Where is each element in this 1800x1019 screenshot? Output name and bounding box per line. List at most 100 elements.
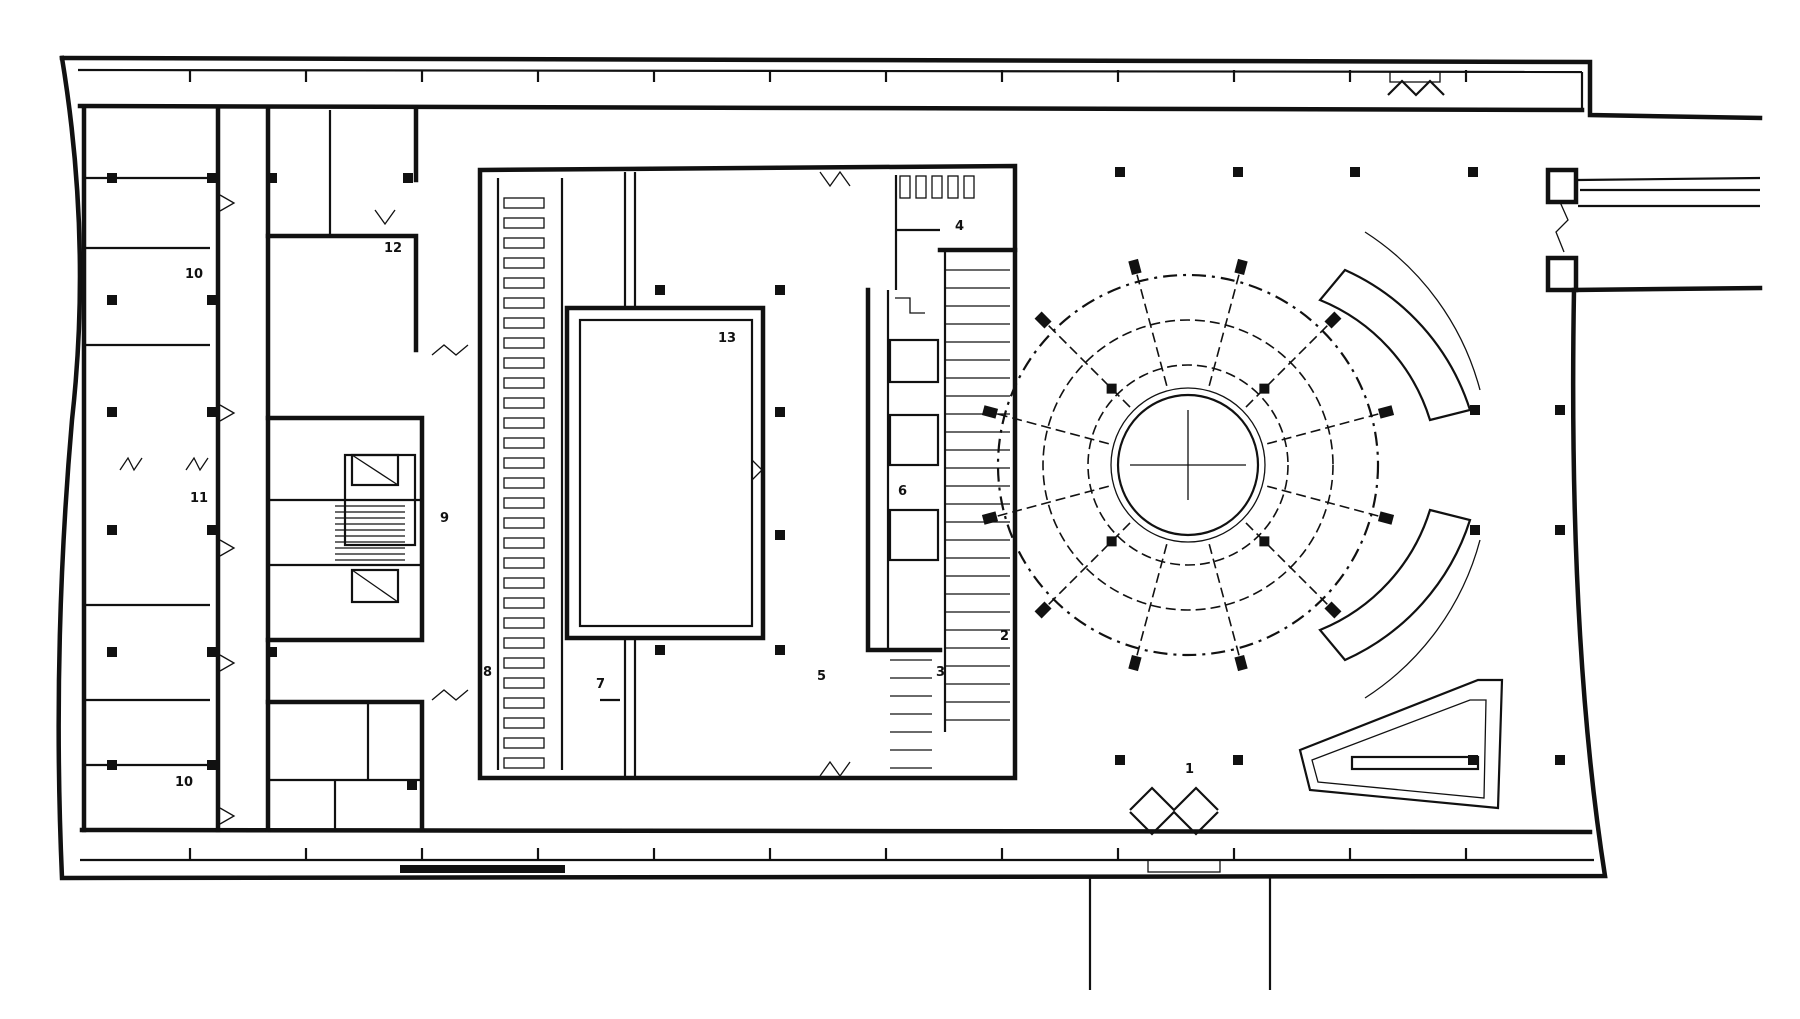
rotunda-column xyxy=(981,405,999,419)
column xyxy=(1555,755,1565,765)
cloak-rack xyxy=(503,297,545,309)
cloak-rack xyxy=(503,217,545,229)
cloak-rack xyxy=(503,437,545,449)
cloak-rack xyxy=(503,317,545,329)
column xyxy=(655,645,665,655)
rotunda-spoke xyxy=(1046,323,1131,408)
cloak-rack xyxy=(503,697,545,709)
column xyxy=(1350,167,1360,177)
column xyxy=(1233,167,1243,177)
cloak-rack xyxy=(503,477,545,489)
rotunda-spoke xyxy=(1046,522,1131,607)
perimeter-gallery xyxy=(77,68,1594,873)
column xyxy=(403,173,413,183)
column xyxy=(1470,405,1480,415)
rotunda-column xyxy=(1377,405,1395,419)
bench xyxy=(400,865,565,873)
rotunda-spoke xyxy=(1266,412,1382,445)
label-8: 8 xyxy=(483,665,492,680)
label-9: 9 xyxy=(440,511,449,526)
column xyxy=(207,760,217,770)
column xyxy=(775,530,785,540)
entrance-steps-south xyxy=(1147,859,1221,873)
inner-column xyxy=(1259,383,1270,394)
service-block xyxy=(265,107,425,833)
inner-column xyxy=(1106,536,1117,547)
cloak-rack xyxy=(503,577,545,589)
label-10-south: 10 xyxy=(175,775,193,790)
column xyxy=(107,760,117,770)
rotunda-spoke xyxy=(1208,543,1241,659)
door-south xyxy=(1129,786,1219,812)
column xyxy=(107,295,117,305)
cloak-rack xyxy=(503,757,545,769)
rotunda-column xyxy=(1377,511,1395,525)
label-13: 13 xyxy=(718,331,736,346)
column xyxy=(1468,755,1478,765)
column xyxy=(267,647,277,657)
label-11: 11 xyxy=(190,491,208,506)
rotunda-spoke xyxy=(1208,271,1241,387)
column xyxy=(207,173,217,183)
cloak-rack xyxy=(503,637,545,649)
column xyxy=(1468,167,1478,177)
stall-box xyxy=(931,175,943,199)
rotunda-column xyxy=(1324,311,1342,329)
rotunda-column xyxy=(1128,654,1142,672)
column xyxy=(207,295,217,305)
cloak-rack xyxy=(503,517,545,529)
rotunda-spoke xyxy=(1266,485,1382,518)
rotunda-spoke xyxy=(1245,323,1330,408)
column xyxy=(407,780,417,790)
column xyxy=(1233,755,1243,765)
rotunda-spoke xyxy=(1245,522,1330,607)
cloak-rack xyxy=(503,257,545,269)
cloak-rack xyxy=(503,357,545,369)
rotunda-spoke xyxy=(1135,543,1168,659)
cloak-rack xyxy=(503,677,545,689)
column xyxy=(775,645,785,655)
column xyxy=(775,285,785,295)
cloak-rack xyxy=(503,557,545,569)
cloak-rack xyxy=(503,417,545,429)
cloak-rack xyxy=(503,537,545,549)
cloak-rack xyxy=(503,737,545,749)
rotunda-spoke xyxy=(994,485,1110,518)
cloak-rack xyxy=(503,617,545,629)
column xyxy=(267,173,277,183)
rotunda-column xyxy=(1234,258,1248,276)
stall-box xyxy=(963,175,975,199)
cloak-rack xyxy=(503,397,545,409)
cloak-rack xyxy=(503,497,545,509)
cloak-rack xyxy=(503,337,545,349)
columns xyxy=(107,167,1565,790)
cloak-rack xyxy=(503,717,545,729)
column xyxy=(107,407,117,417)
rotunda-spoke xyxy=(1135,271,1168,387)
rotunda-column xyxy=(1034,601,1052,619)
cloak-rack xyxy=(503,657,545,669)
east-service-strip xyxy=(865,175,1018,769)
ne-bridge xyxy=(1545,167,1760,293)
column xyxy=(775,407,785,417)
cloakroom-hall xyxy=(477,163,1018,781)
rotunda-column xyxy=(1128,258,1142,276)
column xyxy=(655,285,665,295)
label-2: 2 xyxy=(1000,629,1009,644)
column xyxy=(1555,405,1565,415)
west-rooms xyxy=(81,107,271,833)
rotunda-column xyxy=(1234,654,1248,672)
corridor-doors xyxy=(219,194,469,825)
stall-box xyxy=(947,175,959,199)
seating-banks xyxy=(1298,231,1504,810)
column xyxy=(207,525,217,535)
column xyxy=(1470,525,1480,535)
label-5: 5 xyxy=(817,669,826,684)
stall-box xyxy=(899,175,911,199)
cloak-rack xyxy=(503,237,545,249)
cloak-rack xyxy=(503,277,545,289)
rotunda-spoke xyxy=(994,412,1110,445)
door-south-b xyxy=(1129,810,1219,836)
